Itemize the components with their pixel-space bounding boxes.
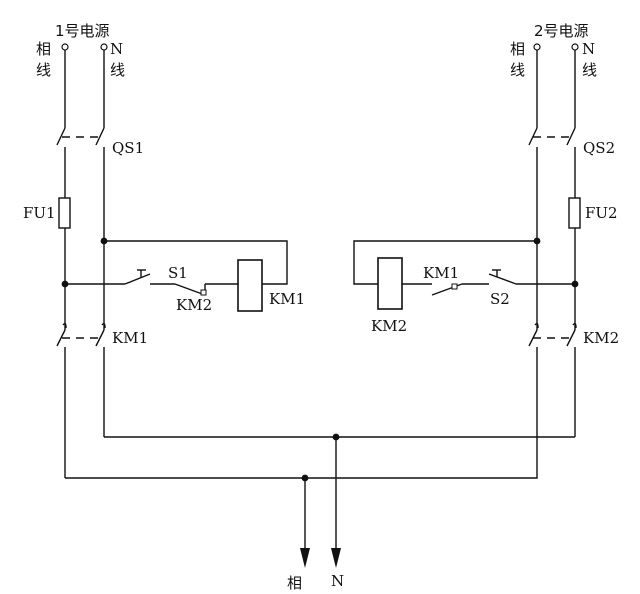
left-neutral-terminal — [100, 43, 108, 51]
coil-km2 — [377, 257, 403, 310]
qs1-label: QS1 — [112, 139, 144, 157]
right-source: 2号电源 相 线 N 线 — [510, 22, 597, 79]
s2-label: S2 — [490, 290, 510, 308]
s1-label: S1 — [168, 264, 188, 282]
left-source-title: 1号电源 — [55, 22, 110, 40]
phase-bus — [65, 437, 538, 568]
km1-interlock-label: KM1 — [423, 264, 459, 282]
fuse-fu2 — [568, 197, 581, 229]
right-source-title: 2号电源 — [534, 22, 589, 40]
right-phase-label-1: 相 — [510, 40, 525, 58]
left-phase-label-2: 线 — [36, 61, 51, 79]
km1-contact-mark-neutral — [101, 322, 106, 329]
neutral-bus — [104, 433, 575, 568]
left-neutral-label-1: N — [110, 40, 123, 58]
left-phase-wire — [56, 50, 71, 478]
fu2-label: FU2 — [585, 204, 618, 222]
right-neutral-label-1: N — [582, 40, 595, 58]
left-control-circuit — [61, 237, 288, 312]
right-neutral-wire — [566, 50, 581, 437]
km1-main-label: KM1 — [112, 329, 148, 347]
qs2-label: QS2 — [583, 139, 615, 157]
left-phase-label-1: 相 — [36, 40, 51, 58]
left-phase-terminal — [61, 43, 69, 51]
left-neutral-label-2: 线 — [110, 61, 125, 79]
right-neutral-label-2: 线 — [582, 61, 597, 79]
right-neutral-terminal — [571, 43, 579, 51]
km2-interlock-label: KM2 — [176, 296, 212, 314]
output-phase-label: 相 — [287, 574, 302, 592]
km2-contact-mark-neutral — [572, 322, 577, 329]
km1-coil-label: KM1 — [269, 290, 305, 308]
km2-coil-label: KM2 — [371, 317, 407, 335]
fuse-fu1 — [58, 197, 71, 229]
left-source: 1号电源 相 线 N 线 — [36, 22, 125, 79]
km2-main-label: KM2 — [583, 329, 619, 347]
output-neutral-label: N — [331, 572, 344, 590]
right-phase-label-2: 线 — [510, 61, 525, 79]
right-phase-terminal — [533, 43, 541, 51]
km1-contact-mark-phase — [62, 322, 67, 329]
coil-km1 — [237, 259, 263, 312]
right-control-circuit — [353, 237, 579, 310]
fu1-label: FU1 — [23, 204, 56, 222]
km2-contact-mark-phase — [534, 322, 539, 329]
